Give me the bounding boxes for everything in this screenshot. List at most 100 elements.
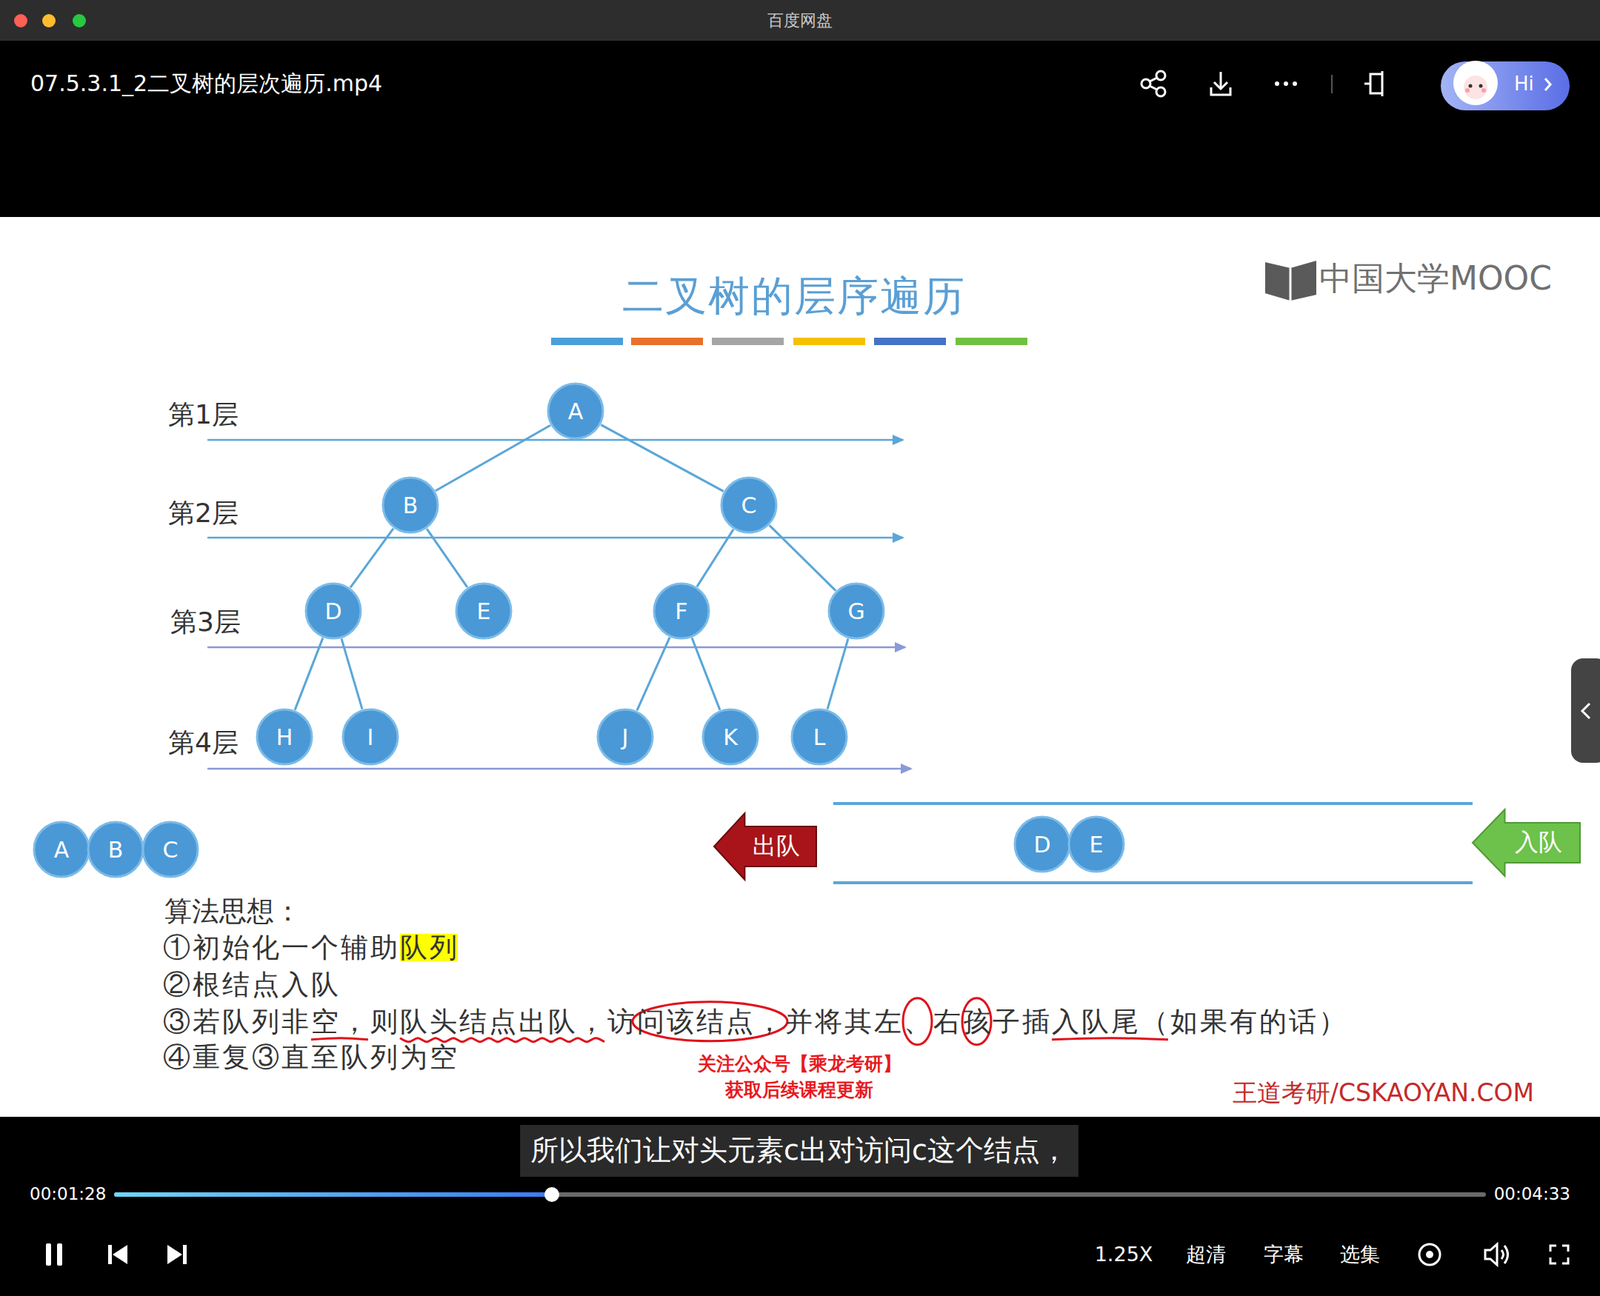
node-circle <box>597 709 653 765</box>
layer-label-box: 第2层 <box>168 497 239 529</box>
quality-button-box: 超清 <box>1185 1242 1226 1267</box>
progress-knob <box>544 1187 560 1203</box>
node-circle <box>34 822 89 878</box>
pen-underline <box>1051 1038 1169 1040</box>
tree-node: K <box>701 708 760 766</box>
algorithm-step: ④重复③直至队列为空 <box>162 1041 460 1074</box>
tree-edge <box>426 528 468 588</box>
chevron <box>1545 78 1551 91</box>
node-letter: B <box>402 492 419 519</box>
enqueue-arrow: 入队 <box>1472 809 1580 877</box>
watermark: 关注公众号【乘龙考研】 <box>697 1053 902 1075</box>
tree-node: E <box>454 582 513 640</box>
node-letter: E <box>477 598 492 625</box>
node-circle <box>142 822 198 878</box>
volume-icon <box>1485 1244 1509 1266</box>
node-circle <box>305 583 361 639</box>
dequeue-arrow: 出队 <box>714 813 817 880</box>
settings-icon <box>1419 1244 1440 1266</box>
tree-edge <box>827 638 849 709</box>
node-circle <box>88 822 143 878</box>
queue-walls <box>833 803 1473 883</box>
node-circle <box>654 583 709 639</box>
tree-edge <box>600 425 723 492</box>
tree-node: I <box>341 708 400 766</box>
progress-played <box>114 1192 552 1198</box>
node-letter: L <box>813 724 826 751</box>
node-letter: J <box>622 724 629 751</box>
window-title-box: 百度网盘 <box>767 11 833 31</box>
minimize-button <box>42 14 56 28</box>
node-letter: D <box>1033 831 1051 858</box>
tree-node: F <box>652 582 711 640</box>
assistant-greeting: Hi <box>1514 72 1535 95</box>
layer-label-box: 第4层 <box>168 726 239 759</box>
slide-title-box: 二叉树的层序遍历 <box>622 271 966 321</box>
pen-underline <box>311 1038 369 1040</box>
algorithm-step-box: ②根结点入队 <box>162 968 341 1002</box>
slide-title: 二叉树的层序遍历 <box>622 271 966 320</box>
side-tab <box>1571 658 1600 763</box>
algorithm-step: ③若队列非空，则队头结点出队，访问该结点，并将其左、右孩子插入队尾（如果有的话） <box>162 1005 1349 1038</box>
tree-edge <box>769 525 836 591</box>
visited-node: B <box>86 820 145 879</box>
arrow-shape <box>714 813 817 880</box>
video-title-box: 07.5.3.1_2二叉树的层次遍历.mp4 <box>30 70 383 98</box>
elapsed-time-box: 00:01:28 <box>29 1184 106 1206</box>
pause-icon <box>45 1243 63 1266</box>
node-letter: C <box>741 492 758 519</box>
fullscreen-icon <box>1550 1245 1569 1264</box>
queue-node: D <box>1013 815 1072 874</box>
arrow-text: 出队 <box>752 830 800 863</box>
node-letter: A <box>568 398 584 425</box>
side-tab-chevron <box>1582 703 1590 719</box>
section-heading-box: 算法思想： <box>164 895 302 929</box>
total-time-box: 00:04:33 <box>1494 1184 1571 1206</box>
watermark-box: 获取后续课程更新 <box>725 1079 874 1102</box>
tree-edge <box>697 529 734 587</box>
tree-node: B <box>381 476 440 535</box>
tree-node: A <box>546 382 605 440</box>
progress-track <box>114 1192 1486 1198</box>
logo-text: 中国大学MOOC <box>1319 259 1552 298</box>
arrow-shape <box>1472 809 1580 877</box>
algorithm-step-box: ④重复③直至队列为空 <box>162 1041 460 1075</box>
node-circle <box>702 709 758 765</box>
subtitle-background <box>520 1125 1079 1178</box>
tree-edge <box>435 425 551 491</box>
tree-edge <box>637 637 670 712</box>
layer-label: 第4层 <box>168 727 239 758</box>
close-button <box>14 14 28 28</box>
subtitle-box: 所以我们让对头元素c出对访问c这个结点， <box>530 1134 1069 1169</box>
tree-node: H <box>255 708 314 766</box>
node-letter: D <box>324 598 342 625</box>
node-circle <box>548 383 603 439</box>
node-letter: C <box>162 837 179 863</box>
assistant-pill <box>1440 61 1570 111</box>
algorithm-step-box: ③若队列非空，则队头结点出队，访问该结点，并将其左、右孩子插入队尾（如果有的话） <box>162 1005 1349 1039</box>
node-letter: B <box>108 837 124 863</box>
previous-icon <box>108 1245 128 1265</box>
visited-node: A <box>32 820 91 879</box>
node-circle <box>342 709 398 765</box>
layer-label-box: 第1层 <box>168 398 239 431</box>
tree-edge <box>294 637 323 710</box>
subtitle: 所以我们让对头元素c出对访问c这个结点， <box>530 1134 1069 1167</box>
window-icon <box>1364 71 1383 97</box>
node-circle <box>456 583 512 639</box>
speed-button-box: 1.25X <box>1094 1242 1154 1267</box>
tree-edge <box>341 638 363 709</box>
watermark-box: 关注公众号【乘龙考研】 <box>697 1053 902 1076</box>
slide <box>0 217 1600 1118</box>
layer-label-box: 第3层 <box>170 605 241 638</box>
node-circle <box>257 709 312 765</box>
total-time: 00:04:33 <box>1494 1184 1571 1204</box>
queue-node: E <box>1067 815 1126 874</box>
subtitle-button-box: 字幕 <box>1263 1242 1304 1267</box>
node-circle <box>1014 817 1070 872</box>
visited-node: C <box>141 820 200 879</box>
more-icon <box>1274 81 1298 86</box>
node-letter: A <box>54 837 70 863</box>
site-watermark-box: 王道考研/CSKAOYAN.COM <box>1232 1078 1535 1109</box>
